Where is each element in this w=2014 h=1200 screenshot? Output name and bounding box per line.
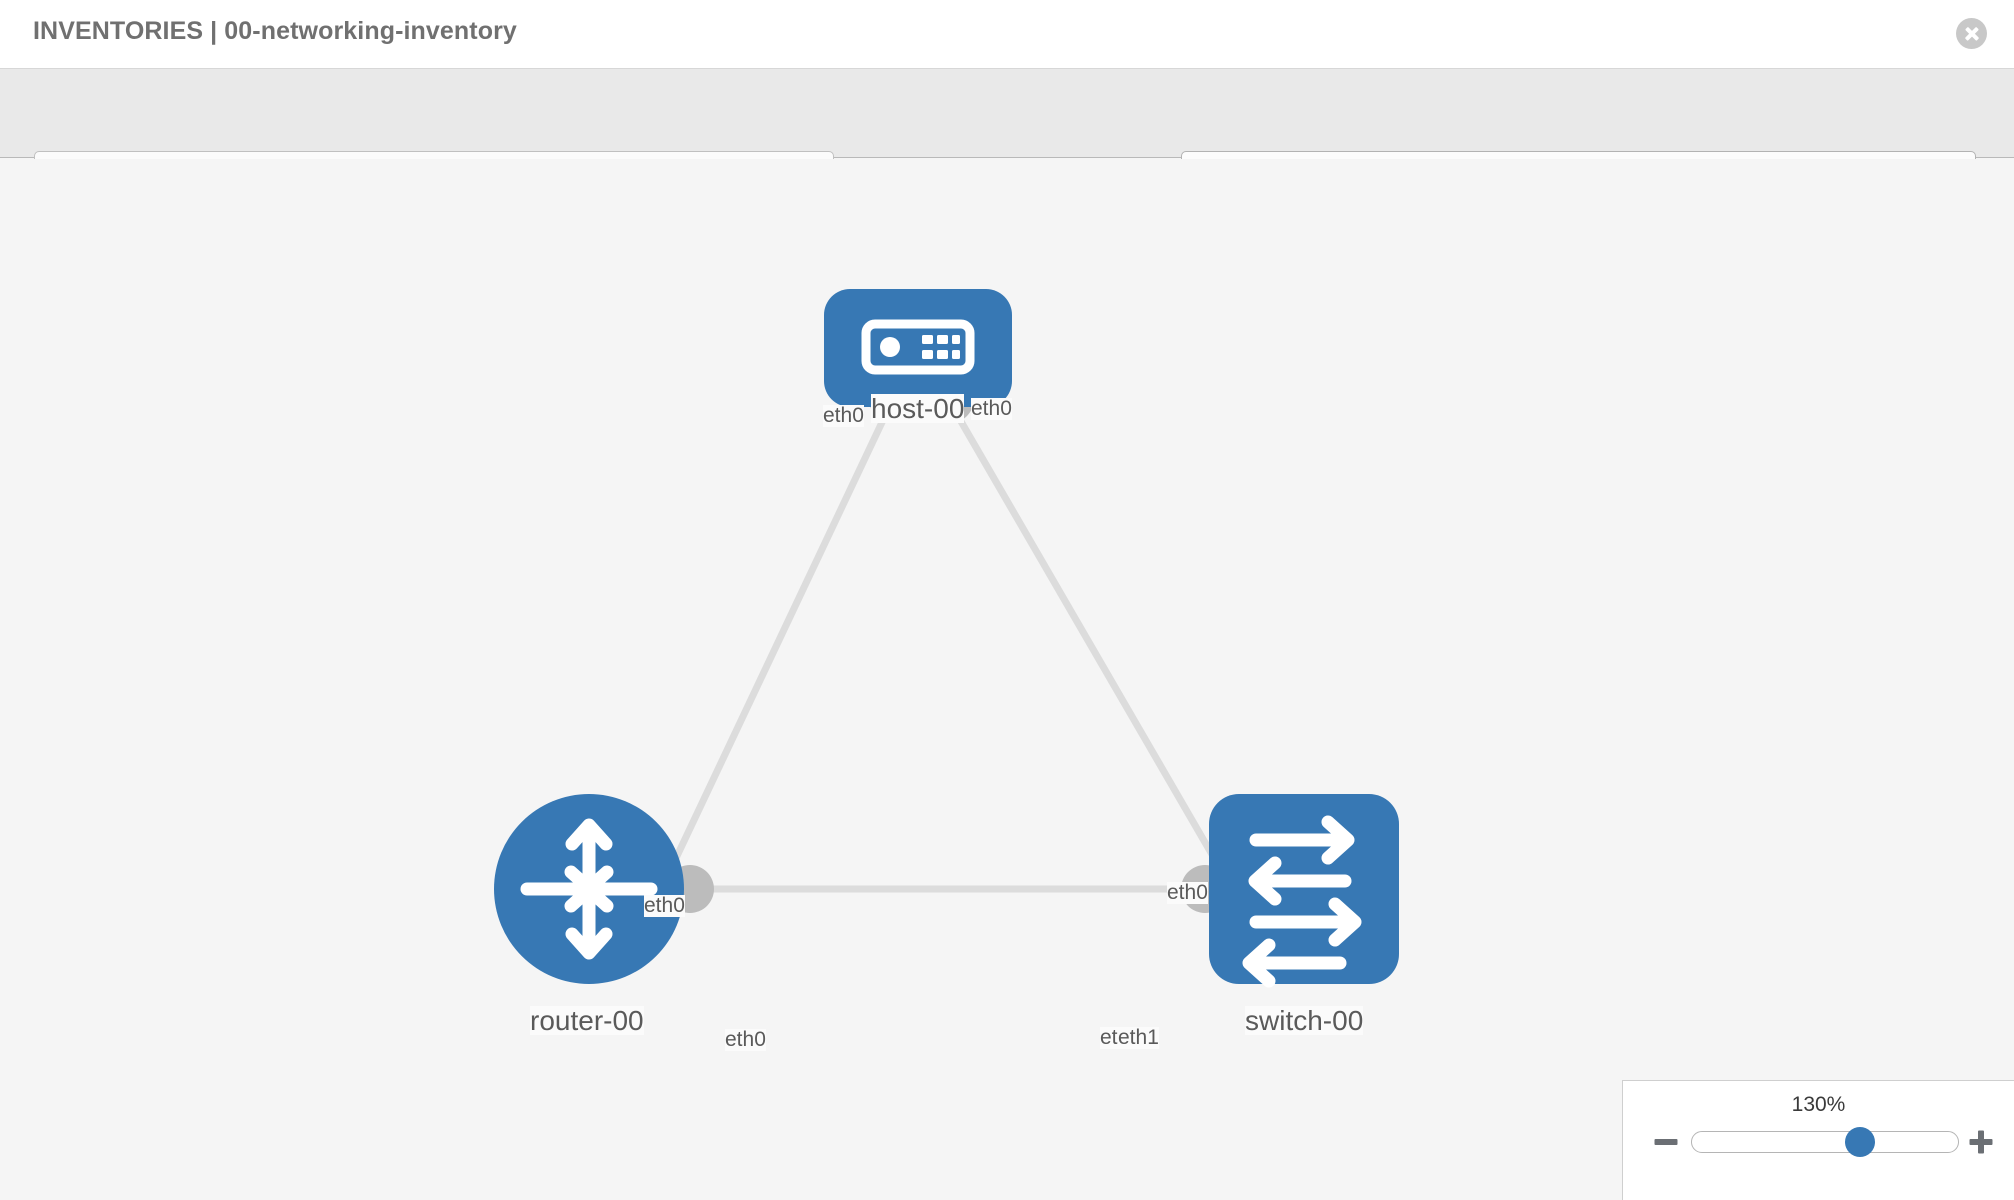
close-icon[interactable] xyxy=(1956,18,1987,49)
iface-label-router00-eth0-uplink: eth0 xyxy=(644,894,685,918)
iface-label-router00-eth0-east: eth0 xyxy=(725,1028,766,1052)
page-title: INVENTORIES | 00-networking-inventory xyxy=(33,17,517,45)
node-switch-00[interactable] xyxy=(1209,794,1399,988)
toolbar: ACTIONS xyxy=(0,69,2014,203)
node-label-switch-00: switch-00 xyxy=(1245,1005,1364,1036)
link-host00-switch00 xyxy=(944,397,1236,891)
topology-canvas[interactable]: eth0 eth0 host-00 eth0 eth0 eth0 eth0 et… xyxy=(0,159,2014,1200)
page-header: INVENTORIES | 00-networking-inventory xyxy=(0,0,2014,69)
zoom-slider[interactable] xyxy=(1691,1127,1959,1157)
topology-graph xyxy=(494,289,1399,988)
socket-group xyxy=(666,375,1256,913)
zoom-percent-label: 130% xyxy=(1791,1093,1846,1116)
iface-label-switch00-eth0-uplink: eth0 xyxy=(1167,881,1208,905)
node-label-router-00: router-00 xyxy=(530,1005,644,1036)
node-label-host-00: host-00 xyxy=(871,393,965,424)
node-host-00[interactable] xyxy=(824,289,1012,407)
plus-icon[interactable] xyxy=(1968,1129,1994,1155)
iface-label-switch00-eth1-west: eth1 xyxy=(1118,1026,1159,1050)
zoom-slider-thumb[interactable] xyxy=(1844,1127,1875,1157)
minus-icon[interactable] xyxy=(1653,1129,1679,1155)
iface-label-host00-eth0-left: eth0 xyxy=(823,404,864,428)
link-group xyxy=(656,397,1236,894)
zoom-control-panel: 130% xyxy=(1622,1080,2014,1200)
node-router-00[interactable] xyxy=(494,794,684,984)
link-host00-router00 xyxy=(656,397,897,894)
iface-label-host00-eth0-right: eth0 xyxy=(971,397,1012,421)
